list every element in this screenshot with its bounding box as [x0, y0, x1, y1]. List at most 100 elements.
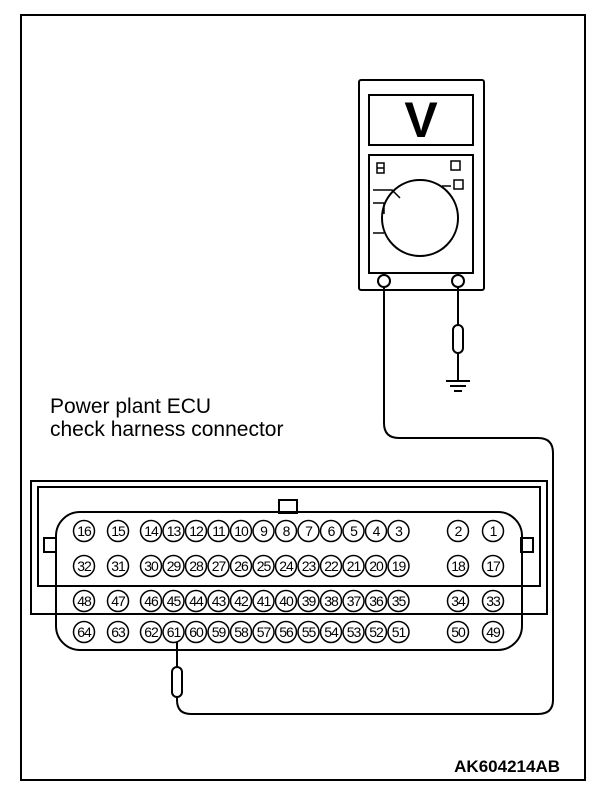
pin-number: 31: [111, 558, 126, 574]
pin-circle: [184, 589, 208, 613]
connector-pin-8: 8: [274, 519, 298, 543]
pin-number: 10: [234, 523, 249, 539]
pin-circle: [139, 554, 163, 578]
pin-number: 6: [328, 523, 336, 539]
pin-circle: [106, 589, 130, 613]
pin-number: 26: [234, 558, 249, 574]
pin-number: 56: [279, 624, 294, 640]
connector-pin-52: 52: [364, 620, 388, 644]
pin-circle: [72, 554, 96, 578]
connector-pin-41: 41: [252, 589, 275, 613]
pin-circle: [481, 554, 505, 578]
pin-number: 7: [305, 523, 313, 539]
pin-circle: [184, 519, 208, 543]
pin-number: 61: [167, 624, 182, 640]
switch-icon: [450, 160, 461, 171]
pin-number: 28: [189, 558, 204, 574]
pin-number: 59: [212, 624, 227, 640]
pin-number: 19: [392, 558, 407, 574]
connector-pin-25: 25: [252, 554, 275, 578]
pin-circle: [319, 589, 343, 613]
connector-inner-shell: [37, 486, 541, 587]
pin-circle: [364, 519, 388, 543]
pin-circle: [297, 589, 320, 613]
pin-circle: [162, 620, 185, 644]
pin-number: 50: [451, 624, 466, 640]
connector-pin-26: 26: [229, 554, 253, 578]
pin-number: 22: [324, 558, 339, 574]
connector-pin-19: 19: [387, 554, 410, 578]
connector-pin-33: 33: [481, 589, 505, 613]
pin-number: 43: [212, 593, 227, 609]
pin-circle: [207, 519, 230, 543]
connector-pin-14: 14: [139, 519, 163, 543]
pin-circle: [274, 519, 298, 543]
pin-circle: [446, 620, 470, 644]
connector-pin-64: 64: [72, 620, 96, 644]
pin-number: 13: [167, 523, 182, 539]
switch-icon: [453, 179, 464, 190]
connector-pin-24: 24: [274, 554, 298, 578]
pin-circle: [229, 620, 253, 644]
pin-number: 33: [486, 593, 501, 609]
pin-number: 20: [369, 558, 384, 574]
connector-pin-38: 38: [319, 589, 343, 613]
pin-number: 54: [324, 624, 339, 640]
connector-pin-40: 40: [274, 589, 298, 613]
figure-border: [20, 14, 586, 781]
connector-pin-45: 45: [162, 589, 185, 613]
pin-number: 57: [257, 624, 272, 640]
pin-number: 53: [347, 624, 362, 640]
pin-circle: [446, 554, 470, 578]
pin-circle: [207, 554, 230, 578]
probe-tip-icon: [171, 666, 183, 698]
connector-pin-55: 55: [297, 620, 320, 644]
pin-circle: [446, 589, 470, 613]
connector-pin-20: 20: [364, 554, 388, 578]
pin-circle: [184, 554, 208, 578]
pin-number: 58: [234, 624, 249, 640]
connector-pin-43: 43: [207, 589, 230, 613]
pin-circle: [229, 589, 253, 613]
connector-pin-29: 29: [162, 554, 185, 578]
connector-pin-63: 63: [106, 620, 130, 644]
pin-number: 18: [451, 558, 466, 574]
connector-pin-42: 42: [229, 589, 253, 613]
pin-circle: [162, 589, 185, 613]
pin-number: 45: [167, 593, 182, 609]
pin-number: 37: [347, 593, 362, 609]
pin-circle: [106, 519, 130, 543]
pin-circle: [364, 589, 388, 613]
pin-number: 48: [77, 593, 92, 609]
connector-pin-61: 61: [162, 620, 185, 644]
pin-number: 23: [302, 558, 317, 574]
connector-pin-57: 57: [252, 620, 275, 644]
connector-pin-11: 11: [207, 519, 230, 543]
pin-number: 9: [260, 523, 268, 539]
connector-pin-1: 1: [481, 519, 505, 543]
test-lead-wire: [176, 287, 554, 715]
connector-pin-59: 59: [207, 620, 230, 644]
pin-circle: [387, 554, 410, 578]
connector-pin-50: 50: [446, 620, 470, 644]
voltmeter-dial: [381, 179, 459, 257]
connector-pin-21: 21: [342, 554, 365, 578]
pin-number: 32: [77, 558, 92, 574]
connector-pin-3: 3: [387, 519, 410, 543]
connector-pin-37: 37: [342, 589, 365, 613]
ground-symbol-icon: [446, 380, 470, 392]
connector-pin-54: 54: [319, 620, 343, 644]
pin-number: 62: [144, 624, 159, 640]
pin-circle: [72, 620, 96, 644]
connector-pin-44: 44: [184, 589, 208, 613]
connector-pin-30: 30: [139, 554, 163, 578]
pin-circle: [387, 620, 410, 644]
connector-pin-36: 36: [364, 589, 388, 613]
voltmeter-panel: [368, 154, 474, 274]
pin-number: 38: [324, 593, 339, 609]
connector-pin-7: 7: [297, 519, 320, 543]
connector-pin-60: 60: [184, 620, 208, 644]
pin-number: 41: [257, 593, 272, 609]
